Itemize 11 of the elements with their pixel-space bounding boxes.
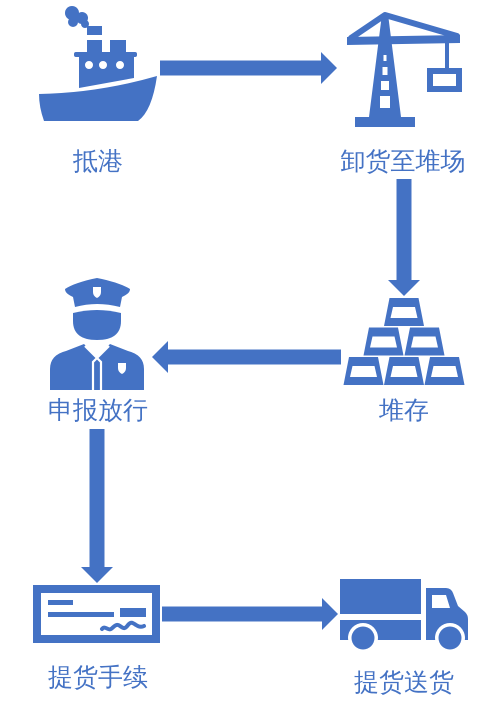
step-label: 提货送货	[354, 668, 454, 698]
arrow	[81, 429, 113, 583]
step-label: 抵港	[73, 148, 123, 176]
step-label: 提货手续	[48, 664, 148, 692]
step-label: 堆存	[379, 396, 429, 426]
arrow	[388, 179, 420, 296]
arrow	[160, 52, 337, 84]
step-label: 申报放行	[48, 396, 148, 426]
step-label: 卸货至堆场	[340, 148, 466, 176]
arrow	[152, 341, 341, 373]
arrow	[162, 598, 338, 630]
